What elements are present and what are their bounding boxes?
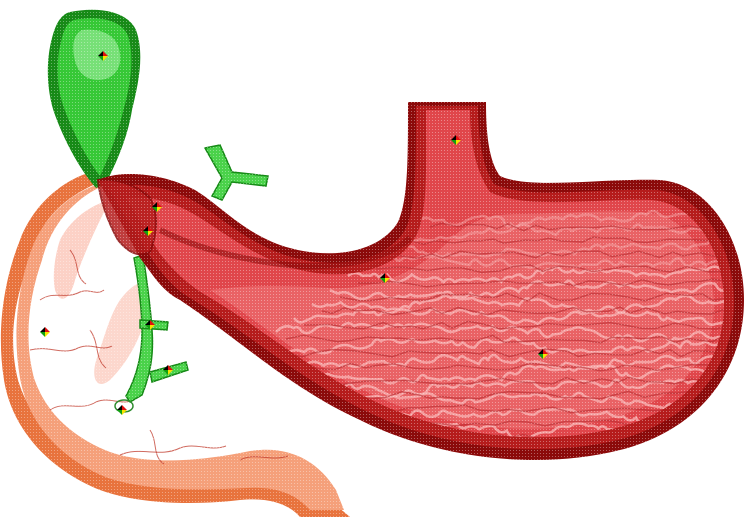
blood-vessel [150,430,164,464]
hotspot-bile-duct-lower[interactable] [162,364,174,376]
multicolor-marker-icon [116,404,128,416]
blood-vessel [120,446,226,455]
stomach [98,102,744,460]
multicolor-marker-icon [379,272,391,284]
hotspot-pylorus-upper[interactable] [151,201,163,213]
hotspot-gallbladder[interactable] [97,50,109,62]
hotspot-stomach-lesser-curvature[interactable] [379,272,391,284]
hepatic-duct [205,145,268,200]
multicolor-marker-icon [162,364,174,376]
multicolor-marker-icon [537,348,549,360]
multicolor-marker-icon [151,201,163,213]
hotspot-pylorus-lower[interactable] [142,225,154,237]
gallbladder [48,10,140,188]
multicolor-marker-icon [450,134,462,146]
hotspot-stomach-body[interactable] [537,348,549,360]
hotspot-duodenum-upper[interactable] [39,326,51,338]
stomach-mucosa [210,211,714,429]
hotspot-duodenum-papilla[interactable] [116,404,128,416]
blood-vessel [40,290,104,300]
multicolor-marker-icon [97,50,109,62]
hotspot-esophagus[interactable] [450,134,462,146]
multicolor-marker-icon [39,326,51,338]
multicolor-marker-icon [142,225,154,237]
hotspot-bile-duct-upper[interactable] [144,319,156,331]
multicolor-marker-icon [144,319,156,331]
